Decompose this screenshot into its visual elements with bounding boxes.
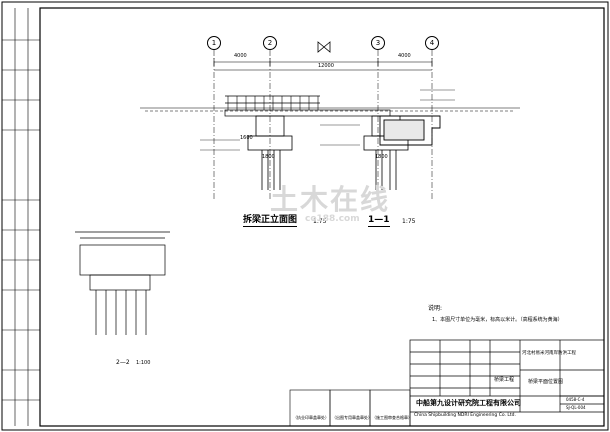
watermark-sub: co188.com [305,214,360,224]
pier-right [363,115,409,190]
grid-label-1: 1 [207,36,221,50]
dimension-line-top [213,58,433,71]
dim-span-left: 4000 [234,53,247,59]
section-1-scale: 1:75 [402,218,416,225]
title-project: 河北村易米河南岸防洪工程 [522,351,576,356]
water-level [140,107,520,112]
section-2-view [75,231,170,335]
dim-1800-a: 1800 [262,154,275,160]
bridge-deck [224,95,391,117]
valve-symbol [317,41,331,53]
stamp-boxes [289,389,411,427]
section-2-title: 2—2 [116,359,130,366]
leader-lines [200,89,455,151]
notes-line-1: 1、本图尺寸单位为毫米，标高以米计。（高程系统为黄海） [432,317,563,323]
title-block-frame [409,339,605,427]
notes-heading: 说明: [428,305,443,312]
dim-span-right: 4000 [398,53,411,59]
watermark-text: 土木在线 [270,183,391,216]
dim-1600: 1600 [240,135,253,141]
dim-1800-b: 1800 [375,154,388,160]
left-margin-strip [2,8,40,426]
stamp-label-1: （执业印章盖章处） [293,415,329,420]
company-name: 中船第九设计研究院工程有限公司 [416,399,521,407]
stamp-label-2: （出图专用章盖章处） [332,415,372,420]
main-view-title: 拆梁正立面图 [243,215,298,227]
grid-label-3: 3 [371,36,385,50]
grid-label-4: 4 [425,36,439,50]
stamp-label-3: （施工图审查合格章） [372,415,412,420]
title-drawing-no: 0458-C-4 [566,397,585,402]
title-sheet-name: 桥梁工程 [494,377,515,383]
section-1-title: 1—1 [368,215,390,227]
title-drawing-name: 桥梁平面位置图 [528,379,564,385]
grid-axis-lines [213,50,433,200]
main-view-scale: 1:75 [313,218,327,225]
grid-label-2: 2 [263,36,277,50]
watermark-logo: 土木在线 [270,178,390,218]
company-name-en: China Shipbuilding NDRI Engineering Co. … [414,413,516,418]
pier-left [247,115,293,190]
title-sheet-code: SJ-QL-004 [566,405,586,410]
section-2-scale: 1:100 [136,360,151,366]
section-1-cap [379,115,441,146]
dim-span-total: 12000 [318,63,334,69]
railing-posts [227,96,319,110]
